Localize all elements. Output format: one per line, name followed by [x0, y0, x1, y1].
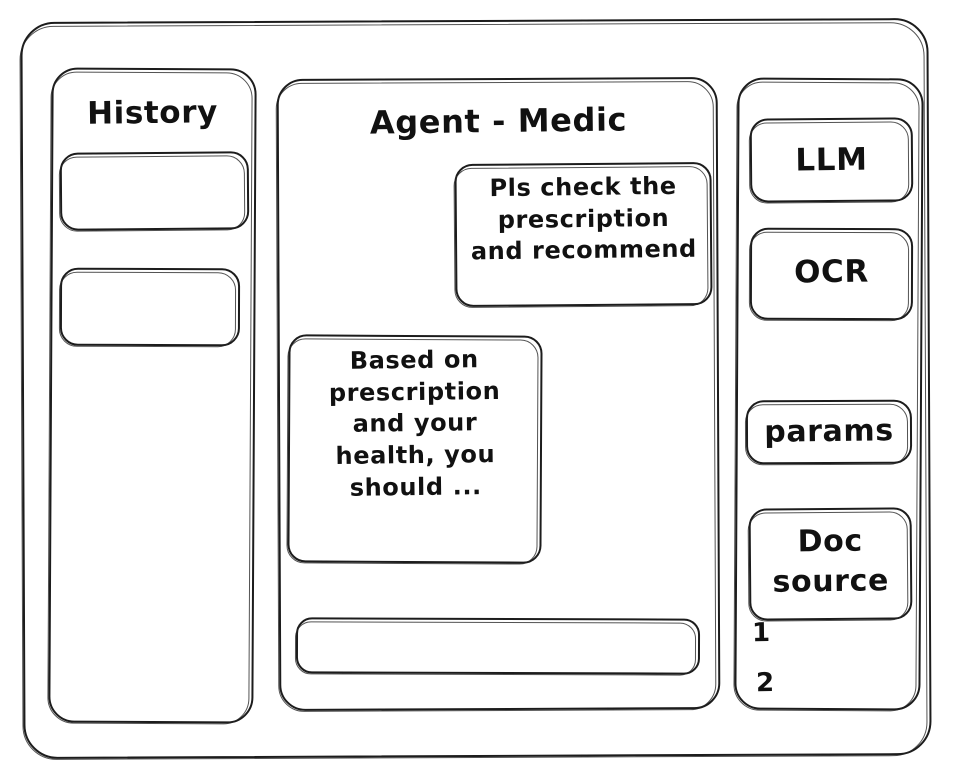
- tool-button-doc-source-label: Doc source: [772, 523, 890, 600]
- tool-button-params-label: params: [764, 413, 894, 450]
- agent-message-text: Based on prescription and your health, y…: [328, 345, 501, 502]
- doc-source-item-2[interactable]: 2: [755, 667, 775, 699]
- message-input[interactable]: [295, 617, 701, 675]
- tool-button-ocr-label: OCR: [793, 253, 870, 291]
- history-item-1[interactable]: [59, 151, 250, 231]
- history-item-2[interactable]: [59, 267, 241, 347]
- agent-panel-title: Agent - Medic: [369, 100, 628, 142]
- doc-source-item-1[interactable]: 1: [751, 617, 771, 649]
- history-panel-title: History: [86, 94, 219, 132]
- user-message-text: Pls check the prescription and recommend: [470, 171, 698, 266]
- tool-button-llm-label: LLM: [795, 141, 868, 179]
